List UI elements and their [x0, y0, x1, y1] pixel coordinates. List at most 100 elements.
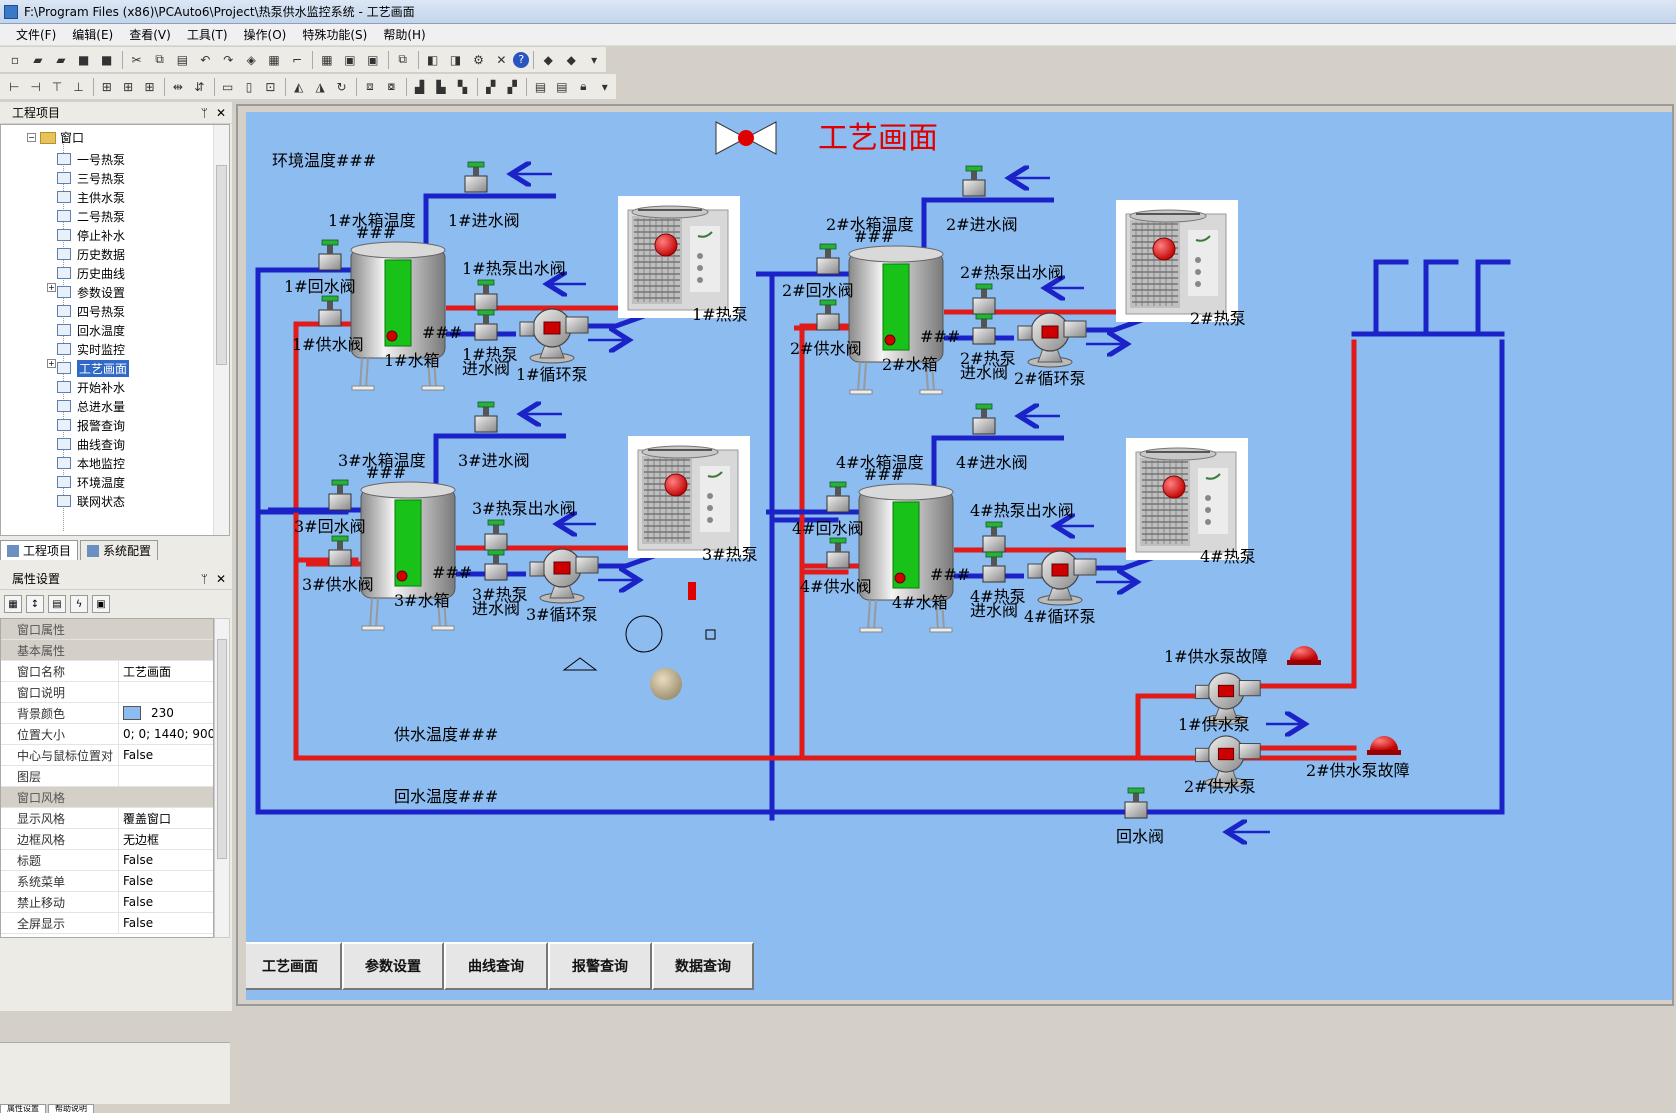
send-back-icon[interactable]: ▙: [436, 79, 446, 94]
events-icon[interactable]: ϟ: [70, 595, 88, 613]
align-left-icon[interactable]: ⊢: [8, 79, 20, 94]
tab-project[interactable]: 工程项目: [0, 540, 79, 560]
copy-window-icon[interactable]: ⧉: [398, 52, 407, 66]
tree-item[interactable]: 本地监控: [57, 453, 125, 473]
property-category[interactable]: 基本属性: [1, 640, 213, 661]
menu-special[interactable]: 特殊功能(S): [302, 28, 368, 42]
same-width-icon[interactable]: ▭: [221, 79, 234, 94]
tree-item[interactable]: 工艺画面: [57, 358, 130, 378]
cut-icon[interactable]: ✂: [131, 52, 142, 67]
back-one-icon[interactable]: ▞: [507, 79, 517, 94]
nav-alarm-button[interactable]: 报警查询: [548, 942, 652, 990]
collapse-icon[interactable]: −: [27, 133, 36, 142]
pin-icon[interactable]: ᛘ: [200, 571, 208, 586]
flip-h-icon[interactable]: ◭: [294, 79, 304, 94]
nav-process-button[interactable]: 工艺画面: [246, 942, 342, 990]
expand-icon[interactable]: +: [47, 283, 56, 292]
tree-item[interactable]: 曲线查询: [57, 434, 125, 454]
tree-scrollbar[interactable]: [213, 125, 229, 535]
redo-icon[interactable]: ↷: [223, 52, 234, 67]
space-h-icon[interactable]: ⇹: [172, 79, 183, 94]
properties-icon[interactable]: ▤: [48, 595, 66, 613]
property-scrollbar[interactable]: [214, 618, 230, 938]
align-top-icon[interactable]: ⊤: [51, 79, 63, 94]
front-one-icon[interactable]: ▞: [486, 79, 496, 94]
config-icon[interactable]: ⚙: [473, 52, 484, 67]
open-project-icon[interactable]: ▰: [56, 52, 66, 67]
menu-help[interactable]: 帮助(H): [383, 28, 426, 42]
flip-v-icon[interactable]: ◮: [315, 79, 325, 94]
same-size-icon[interactable]: ⊡: [265, 79, 276, 94]
tab-system-config[interactable]: 系统配置: [80, 540, 159, 560]
new-icon[interactable]: ▫: [10, 52, 20, 67]
property-row[interactable]: 窗口说明: [1, 682, 213, 703]
tools-icon[interactable]: ✕: [496, 52, 507, 67]
ungroup-icon[interactable]: ⧇: [387, 79, 396, 93]
group-icon[interactable]: ⧈: [366, 79, 374, 93]
undo-icon[interactable]: ↶: [200, 52, 211, 67]
tree-item[interactable]: 环境温度: [57, 472, 125, 492]
menu-operation[interactable]: 操作(O): [243, 28, 287, 42]
menu-file[interactable]: 文件(F): [16, 28, 57, 42]
tree-root[interactable]: − 窗口: [27, 129, 84, 146]
stop-icon[interactable]: ◆: [566, 52, 576, 67]
open-icon[interactable]: ▰: [33, 52, 43, 67]
same-height-icon[interactable]: ▯: [245, 79, 253, 94]
grid-icon[interactable]: ▦: [268, 52, 280, 67]
tree-item[interactable]: 四号热泵: [57, 301, 125, 321]
align-bottom-icon[interactable]: ⊥: [73, 79, 84, 94]
save-all-icon[interactable]: ■: [100, 52, 113, 67]
close-icon[interactable]: ✕: [215, 571, 226, 586]
save-icon[interactable]: ■: [78, 52, 90, 67]
close-icon[interactable]: ✕: [215, 105, 226, 120]
paste-icon[interactable]: ▤: [176, 52, 189, 67]
monitor-icon[interactable]: ▣: [344, 52, 356, 67]
menu-edit[interactable]: 编辑(E): [72, 28, 114, 42]
tree-item[interactable]: 实时监控: [57, 339, 125, 359]
pin-icon[interactable]: ᛘ: [200, 105, 208, 120]
tree-item[interactable]: 历史曲线: [57, 263, 125, 283]
property-row[interactable]: 图层: [1, 766, 213, 787]
space-v-icon[interactable]: ⇵: [194, 79, 205, 94]
property-pages-icon[interactable]: ▣: [92, 595, 110, 613]
layers-icon[interactable]: ◈: [246, 52, 256, 67]
nav-curve-button[interactable]: 曲线查询: [444, 942, 548, 990]
property-row[interactable]: 边框风格无边框: [1, 829, 213, 850]
property-category[interactable]: 窗口属性: [1, 619, 213, 640]
image-icon[interactable]: ◧: [426, 52, 439, 67]
tree-item[interactable]: 参数设置: [57, 282, 125, 302]
menu-view[interactable]: 查看(V): [129, 28, 171, 42]
tree-item[interactable]: 一号热泵: [57, 149, 125, 169]
tab-help[interactable]: 帮助说明: [48, 1104, 94, 1113]
expand-icon[interactable]: +: [47, 359, 56, 368]
copy-icon[interactable]: ⧉: [155, 52, 164, 66]
table-icon[interactable]: ▦: [321, 52, 333, 67]
stack-icon[interactable]: ▤: [534, 79, 547, 94]
tree-item[interactable]: 主供水泵: [57, 187, 125, 207]
nav-params-button[interactable]: 参数设置: [342, 942, 444, 990]
categorized-icon[interactable]: ▦: [4, 595, 22, 613]
help-icon[interactable]: ?: [513, 51, 530, 68]
bring-front-icon[interactable]: ▟: [415, 79, 425, 94]
center-h-icon[interactable]: ⊞: [101, 79, 112, 94]
property-row[interactable]: 显示风格覆盖窗口: [1, 808, 213, 829]
tree-item[interactable]: 回水温度: [57, 320, 125, 340]
align-right-icon[interactable]: ⊣: [30, 79, 41, 94]
sort-az-icon[interactable]: ↕: [26, 595, 44, 613]
tree-item[interactable]: 历史数据: [57, 244, 125, 264]
tab-property[interactable]: 属性设置: [0, 1104, 46, 1113]
tree-item[interactable]: 总进水量: [57, 396, 125, 416]
tree-item[interactable]: 停止补水: [57, 225, 125, 245]
tree-item[interactable]: 三号热泵: [57, 168, 125, 188]
tree-item[interactable]: 开始补水: [57, 377, 125, 397]
image-edit-icon[interactable]: ◨: [449, 52, 462, 67]
toolbar2-overflow-icon[interactable]: ▾: [601, 79, 608, 94]
property-category[interactable]: 窗口风格: [1, 787, 213, 808]
